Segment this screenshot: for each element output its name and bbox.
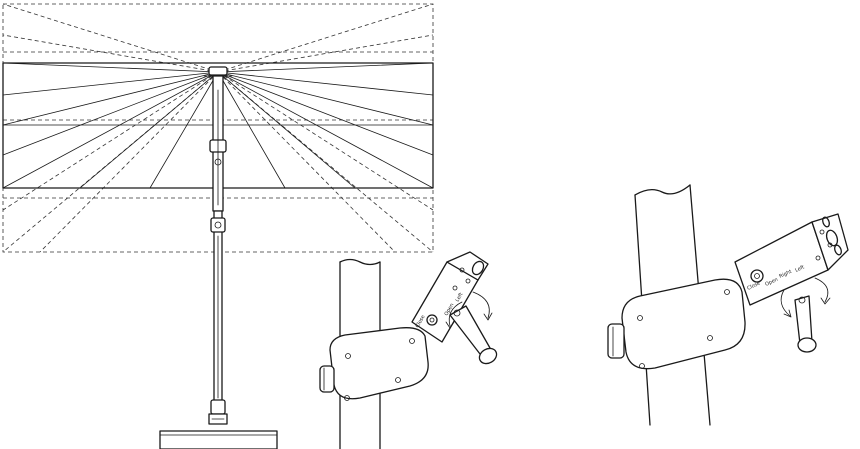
label-open-1: Open: [444, 302, 456, 317]
crank-detail-tilt-left: Close Open Left: [319, 251, 498, 449]
label-left-2: Left: [794, 264, 805, 273]
rotation-arrows-1: [445, 291, 493, 329]
label-right-2: Right: [778, 269, 793, 280]
tilt-housing-1: [319, 327, 429, 401]
canopy-tilt-outlines: [2, 3, 434, 253]
rotation-arrows-2: [780, 277, 831, 318]
crank-handle-2: [794, 295, 817, 353]
label-open-2: Open: [764, 277, 779, 288]
crank-detail-tilt-right: Close Open Right Left: [607, 184, 849, 426]
umbrella-illustration: [2, 3, 434, 449]
umbrella-pole: [208, 75, 228, 425]
tilt-housing-2: [607, 278, 746, 370]
umbrella-base: [159, 430, 278, 449]
crank-handle-1: [449, 305, 498, 365]
gearbox-plate-2: [734, 213, 849, 306]
label-left-1: Left: [455, 292, 465, 303]
label-close-2: Close: [746, 281, 761, 292]
gearbox-plate-1: [411, 251, 489, 343]
